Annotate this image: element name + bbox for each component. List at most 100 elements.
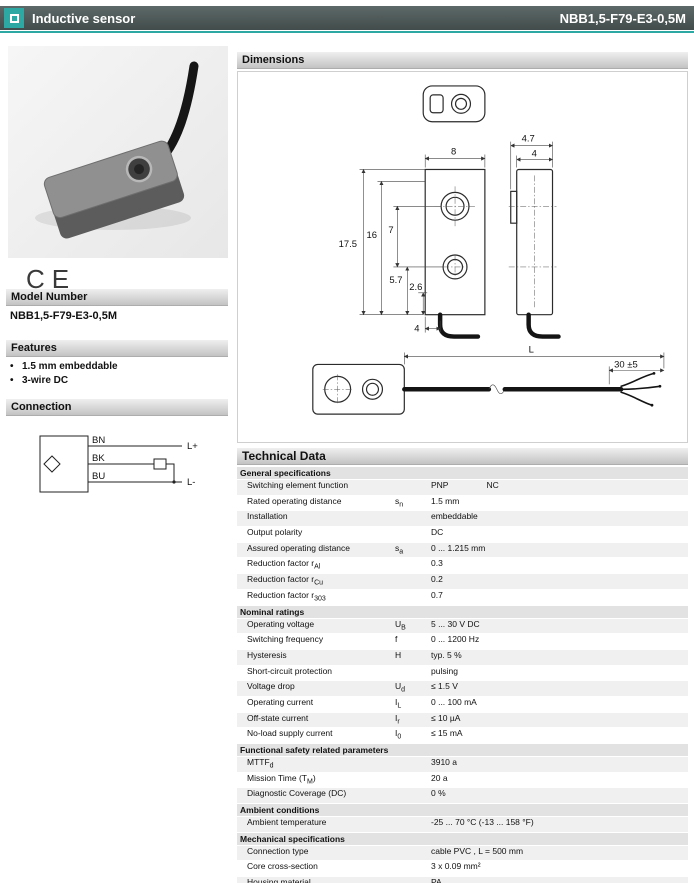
row-label: Voltage drop — [247, 681, 295, 692]
row-symbol — [395, 666, 431, 681]
row-label: Functional safety related parameters — [240, 745, 389, 755]
row-symbol — [395, 511, 431, 526]
row-symbol — [395, 877, 431, 883]
row-label: Diagnostic Coverage (DC) — [247, 788, 347, 799]
row-symbol: Ud — [395, 681, 406, 694]
table-row: Diagnostic Coverage (DC)0 % — [237, 788, 688, 805]
sensor-symbol-icon — [43, 455, 61, 473]
row-value: 0.2 — [431, 574, 443, 585]
row-symbol: H — [395, 649, 402, 660]
row-value: cable PVC , L = 500 mm — [431, 845, 524, 856]
table-section-row: General specifications — [237, 467, 688, 480]
row-label: Reduction factor r303 — [247, 589, 326, 603]
dim-label-total-height: 17.5 — [339, 239, 357, 250]
wire-label-bk: BK — [92, 453, 105, 464]
row-value: 1.5 mm — [431, 495, 460, 506]
wire-label-bn: BN — [92, 435, 105, 446]
row-value: DC — [431, 527, 444, 538]
row-label: Short-circuit protection — [247, 665, 333, 676]
table-row: MTTFd 3910 a — [237, 757, 688, 773]
table-row: Reduction factor r303 0.7 — [237, 589, 688, 606]
row-symbol: sa — [395, 542, 404, 556]
row-label: No-load supply current — [247, 728, 333, 739]
row-value: 20 a — [431, 772, 448, 783]
dimensions-drawing: 8 17.5 16 7 5.7 2.6 4 — [237, 71, 688, 443]
table-row: Output polarity DC — [237, 527, 688, 543]
row-label: Assured operating distance — [247, 542, 351, 553]
features-section-header: Features — [6, 340, 228, 357]
row-symbol — [395, 817, 431, 832]
row-symbol — [395, 846, 431, 861]
row-value: ≤ 10 µA — [431, 712, 461, 723]
table-row: Operating current IL 0 ... 100 mA — [237, 696, 688, 713]
row-symbol — [395, 757, 431, 772]
row-symbol: IL — [395, 696, 402, 710]
technical-data-section-header: Technical Data — [237, 448, 688, 465]
row-symbol — [395, 527, 431, 542]
dim-label-hole-pitch: 7 — [388, 225, 393, 236]
row-label: Ambient conditions — [240, 805, 320, 816]
connection-diagram: BN BK BU L+ L- — [32, 426, 222, 506]
dim-label-cable-length: L — [529, 344, 534, 355]
header-model-number: NBB1,5-F79-E3-0,5M — [559, 10, 686, 26]
accent-divider — [0, 31, 694, 33]
row-symbol — [395, 861, 431, 876]
connection-section-header: Connection — [6, 399, 228, 416]
row-label: Reduction factor rCu — [247, 574, 324, 587]
row-value: 0 ... 100 mA — [431, 696, 477, 707]
row-value: 0.7 — [431, 589, 443, 600]
dim-label-cable-offset: 4 — [414, 324, 419, 335]
row-label: Connection type — [247, 845, 309, 856]
dim-label-hole1-offset: 5.7 — [389, 275, 402, 286]
dimensions-section-header: Dimensions — [237, 52, 688, 69]
row-value: 3910 a — [431, 757, 457, 767]
model-number-section-header: Model Number — [6, 289, 228, 306]
row-value: PA — [431, 877, 442, 883]
product-family-title: Inductive sensor — [32, 10, 136, 26]
table-row: Rated operating distance sn 1.5 mm — [237, 495, 688, 512]
row-value: 0.3 — [431, 558, 443, 569]
row-label: Switching frequency — [247, 634, 324, 645]
model-number-value: NBB1,5-F79-E3-0,5M — [10, 310, 117, 322]
sensor-illustration — [35, 61, 199, 239]
wire-label-bu: BU — [92, 471, 105, 482]
table-row: Mission Time (TM)20 a — [237, 772, 688, 789]
dim-label-hole2-offset: 2.6 — [409, 282, 422, 293]
brand-logo-icon — [4, 8, 24, 28]
row-symbol: I0 — [395, 728, 402, 741]
row-symbol: Ir — [395, 712, 400, 726]
table-row: Connection type cable PVC , L = 500 mm — [237, 845, 688, 862]
row-label: Output polarity — [247, 527, 303, 538]
row-value: 3 x 0.09 mm² — [431, 861, 481, 872]
row-symbol: sn — [395, 495, 404, 509]
feature-item: 3-wire DC — [10, 374, 118, 388]
row-label: Operating current — [247, 696, 314, 707]
row-symbol — [395, 480, 431, 495]
row-value: 0 ... 1200 Hz — [431, 634, 480, 645]
row-value: typ. 5 % — [431, 649, 462, 660]
load-symbol-icon — [153, 458, 167, 470]
row-label: Mechanical specifications — [240, 833, 345, 844]
table-section-row: Ambient conditions — [237, 804, 688, 818]
product-photo — [8, 46, 228, 258]
row-symbol — [395, 574, 431, 589]
features-list: 1.5 mm embeddable 3-wire DC — [10, 360, 118, 388]
row-label: Rated operating distance — [247, 495, 342, 506]
table-section-row: Mechanical specifications — [237, 832, 688, 846]
row-label: Housing material — [247, 877, 311, 883]
dim-label-front-width: 8 — [451, 147, 456, 158]
row-label: MTTFd — [247, 757, 274, 770]
row-symbol: UB — [395, 618, 406, 632]
row-label: General specifications — [240, 468, 331, 478]
row-value: -25 ... 70 °C (-13 ... 158 °F) — [431, 817, 534, 828]
brand-logo-inner-square — [9, 13, 19, 23]
table-row: Ambient temperature-25 ... 70 °C (-13 ..… — [237, 817, 688, 833]
